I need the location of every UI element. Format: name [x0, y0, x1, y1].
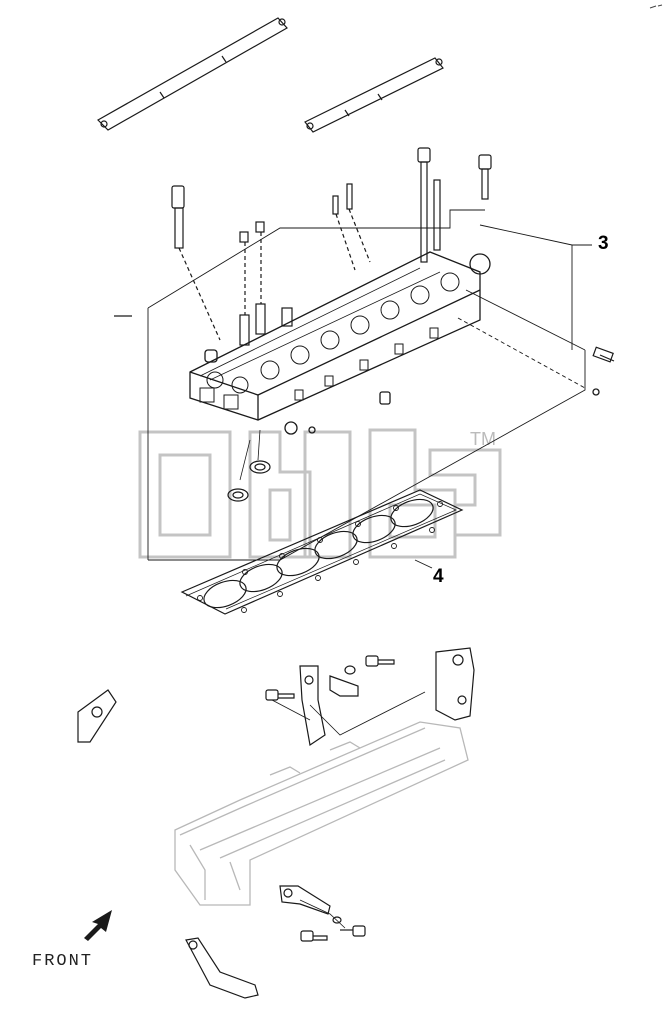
front-arrow-icon [84, 910, 112, 941]
corner-mark [649, 4, 663, 9]
watermark-logo: TM [138, 428, 502, 559]
watermark-tm: TM [470, 429, 496, 449]
head-gasket [180, 489, 464, 615]
cylinder-head [189, 251, 600, 435]
callout-number-4: 4 [433, 566, 444, 587]
lifting-brackets [77, 647, 475, 999]
callout-number-3: 3 [598, 233, 609, 254]
seal-rings [227, 460, 271, 502]
head-bolts [114, 147, 615, 363]
glow-plug [171, 185, 221, 341]
callout-3-frame [147, 209, 592, 561]
front-label: FRONT [32, 952, 94, 971]
leader-lines [239, 429, 426, 929]
block-phantom-outline [174, 721, 469, 906]
cover-gasket-strips [97, 17, 444, 133]
